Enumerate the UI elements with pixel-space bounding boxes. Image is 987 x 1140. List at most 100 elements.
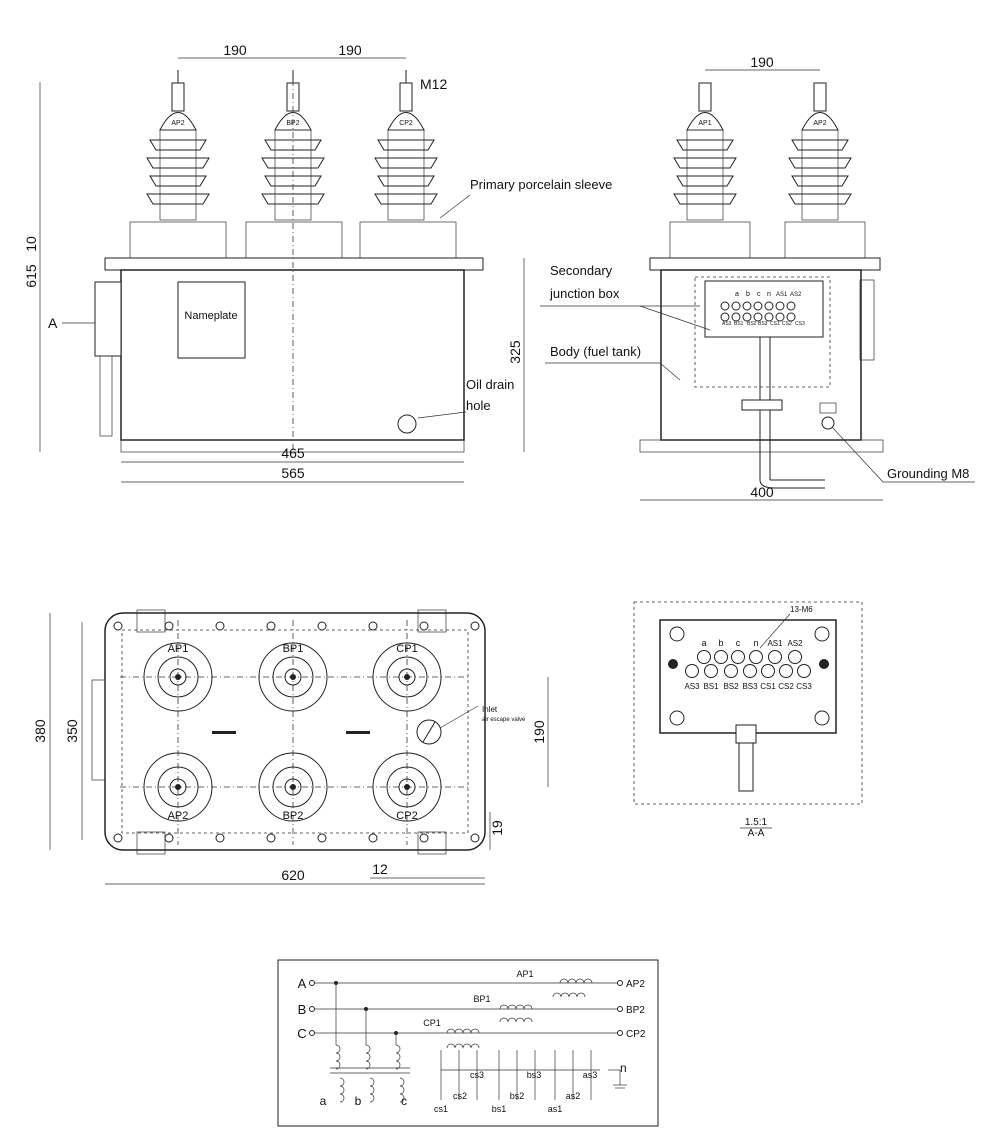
detail-stud xyxy=(704,664,718,678)
valve-label-1: Inlet xyxy=(482,705,498,714)
detail-stud xyxy=(797,664,811,678)
bushing-mid xyxy=(386,656,428,698)
detail-bottom-cs1: CS1 xyxy=(760,682,776,691)
bolt xyxy=(266,833,276,843)
bushing-inner xyxy=(169,778,187,796)
bushing-core xyxy=(175,674,181,680)
bushing-outer xyxy=(258,642,328,712)
bushing-inner xyxy=(169,668,187,686)
side-screw xyxy=(819,659,829,669)
terminal-cp2-front: CP2 xyxy=(399,120,413,127)
bushing-core xyxy=(404,784,410,790)
terminal-stud xyxy=(775,301,785,311)
insulator-a xyxy=(146,70,210,221)
terminal-stud xyxy=(753,312,763,322)
terminal-stud xyxy=(786,301,796,311)
coil xyxy=(395,1044,401,1070)
schem-ap1: AP1 xyxy=(516,969,533,979)
coil xyxy=(365,1044,371,1070)
terminal-stud xyxy=(764,301,774,311)
box-top-b: b xyxy=(746,291,750,298)
coil xyxy=(446,1028,480,1034)
bolt xyxy=(113,833,123,843)
oil-drain-label-1: Oil drain xyxy=(466,377,514,392)
box-top-as2: AS2 xyxy=(790,292,802,298)
side-dim-400: 400 xyxy=(750,484,774,500)
terminal-stud xyxy=(720,301,730,311)
detail-bottom-as3: AS3 xyxy=(684,682,700,691)
terminal-stud xyxy=(764,312,774,322)
corner-screw xyxy=(669,626,685,642)
box-bottom-bs2: BS2 xyxy=(747,321,757,327)
box-bottom-bs1: BS1 xyxy=(734,321,744,327)
top-dim-350: 350 xyxy=(64,719,80,743)
body-label: Body (fuel tank) xyxy=(550,344,641,359)
detail-stud xyxy=(743,664,757,678)
box-bottom-cs3: CS3 xyxy=(795,321,805,327)
top-view: AP1 BP1 CP1 AP2 BP2 CP2 Inlet air escape… xyxy=(32,609,549,885)
schem-out-cp2: CP2 xyxy=(626,1029,646,1040)
schem-cs2: cs2 xyxy=(453,1091,467,1101)
detail-bottom-bs1: BS1 xyxy=(703,682,719,691)
schem-bs2: bs2 xyxy=(510,1091,525,1101)
secondary-box-label-1: Secondary xyxy=(550,263,613,278)
coil xyxy=(399,1077,405,1103)
box-bottom-as3: AS3 xyxy=(722,321,732,327)
detail-stud xyxy=(749,650,763,664)
schem-as3: as3 xyxy=(583,1070,598,1080)
top-dim-620: 620 xyxy=(281,867,305,883)
bushing-mid xyxy=(157,656,199,698)
side-view: AP1 AP2 a b c n AS1 AS2 AS3 BS1 BS2 BS3 … xyxy=(540,54,975,501)
schem-bs1: bs1 xyxy=(492,1104,507,1114)
detail-stud xyxy=(685,664,699,678)
bushing-mid xyxy=(157,766,199,808)
terminal-stud xyxy=(775,312,785,322)
insulator-side-2 xyxy=(788,82,852,221)
insulator-side-1 xyxy=(673,82,737,221)
oil-drain-label-2: hole xyxy=(466,398,491,413)
bolt xyxy=(164,621,174,631)
schem-out-ap2: AP2 xyxy=(626,979,645,990)
box-top-a: a xyxy=(735,291,739,298)
coil xyxy=(339,1077,345,1103)
top-dim-19: 19 xyxy=(489,820,505,836)
coil xyxy=(552,992,586,998)
bushing-outer xyxy=(372,752,442,822)
bushing-outer xyxy=(143,642,213,712)
detail-stud xyxy=(731,650,745,664)
detail-screw-note: 13-M6 xyxy=(790,605,813,614)
bushing-outer xyxy=(372,642,442,712)
bushing-inner xyxy=(398,668,416,686)
coil xyxy=(559,978,593,984)
schem-bp1: BP1 xyxy=(473,994,490,1004)
side-dim-190: 190 xyxy=(750,54,774,70)
top-label-bp2: BP2 xyxy=(283,810,304,822)
nameplate-label: Nameplate xyxy=(184,310,237,322)
detail-stud xyxy=(697,650,711,664)
bushing-outer xyxy=(258,752,328,822)
terminal-ap2-front: AP2 xyxy=(171,120,184,127)
bolt xyxy=(317,621,327,631)
bolt xyxy=(266,621,276,631)
insulator-c xyxy=(374,70,438,221)
detail-bottom-bs3: BS3 xyxy=(742,682,758,691)
bushing-outer xyxy=(143,752,213,822)
detail-scale: 1.5:1 xyxy=(745,817,768,828)
detail-stud xyxy=(761,664,775,678)
schem-in-c: C xyxy=(297,1026,306,1041)
dim-325: 325 xyxy=(507,340,523,364)
dim-190-left: 190 xyxy=(223,42,247,58)
bolt xyxy=(419,621,429,631)
coil xyxy=(369,1077,375,1103)
dim-465: 465 xyxy=(281,445,305,461)
detail-bottom-bs2: BS2 xyxy=(723,682,739,691)
schem-bs3: bs3 xyxy=(527,1070,542,1080)
detail-stud xyxy=(788,650,802,664)
detail-bottom-cs3: CS3 xyxy=(796,682,812,691)
schem-in-b: B xyxy=(298,1002,307,1017)
bushing-core xyxy=(290,784,296,790)
corner-screw xyxy=(814,710,830,726)
view-arrow-a: A xyxy=(48,315,58,331)
corner-screw xyxy=(669,710,685,726)
terminal-ap2-side: AP2 xyxy=(813,120,826,127)
